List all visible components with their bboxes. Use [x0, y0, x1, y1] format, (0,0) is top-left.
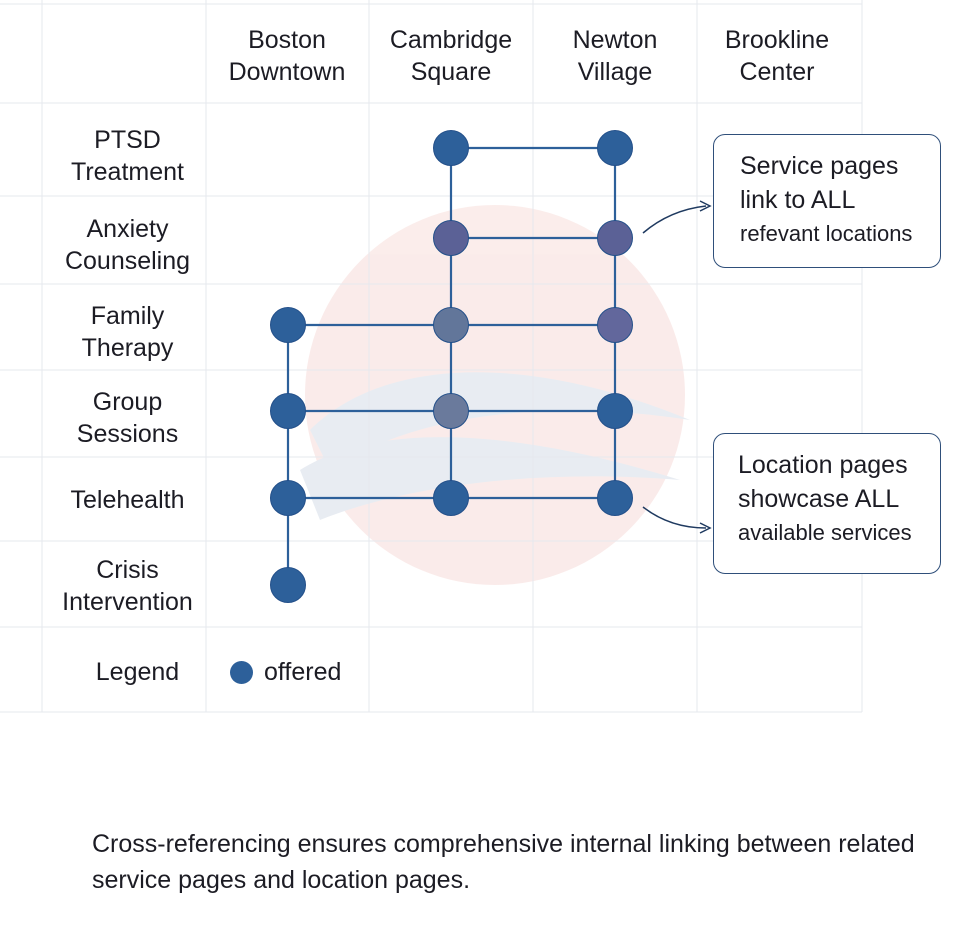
- watermark-logo: [300, 205, 690, 585]
- node-ptsd-newton: [597, 130, 633, 166]
- node-telehealth-newton: [597, 480, 633, 516]
- row-header-family: Family Therapy: [81, 302, 174, 362]
- row-header-anxiety: Anxiety Counseling: [64, 215, 191, 275]
- node-family-newton: [597, 307, 633, 343]
- location-callout-line2: showcase ALL: [738, 485, 900, 513]
- location-callout-arrow: [642, 506, 707, 529]
- location-callout-line3: available services: [738, 520, 912, 545]
- legend-offered-label: offered: [264, 658, 342, 686]
- row-header-group: Group Sessions: [76, 388, 179, 448]
- node-anxiety-cambridge: [433, 220, 469, 256]
- node-crisis-boston: [270, 567, 306, 603]
- footnote: Cross-referencing ensures comprehensive …: [92, 830, 915, 894]
- node-family-cambridge: [433, 307, 469, 343]
- callout-arrows: [642, 200, 712, 534]
- service-callout-line1: Service pages: [740, 152, 899, 180]
- node-telehealth-cambridge: [433, 480, 469, 516]
- offered-nodes: [270, 130, 633, 603]
- node-group-cambridge: [433, 393, 469, 429]
- location-pages-callout: Location pages showcase ALL available se…: [713, 433, 941, 574]
- node-telehealth-boston: [270, 480, 306, 516]
- column-header-boston: Boston Downtown: [228, 26, 346, 86]
- service-pages-callout: Service pages link to ALL refevant locat…: [713, 134, 941, 268]
- row-header-telehealth: Telehealth: [70, 486, 185, 514]
- node-group-newton: [597, 393, 633, 429]
- legend-title: Legend: [95, 658, 180, 686]
- column-header-brookline: Brookline Center: [724, 26, 830, 86]
- row-header-crisis: Crisis Intervention: [62, 556, 193, 616]
- node-group-boston: [270, 393, 306, 429]
- row-header-ptsd: PTSD Treatment: [70, 126, 184, 186]
- service-callout-arrowhead: [699, 200, 712, 212]
- legend-offered-icon: [230, 661, 253, 684]
- column-header-newton: Newton Village: [572, 26, 658, 86]
- service-callout-line2: link to ALL: [740, 186, 856, 214]
- table-grid: [0, 0, 863, 713]
- node-anxiety-newton: [597, 220, 633, 256]
- service-callout-line3: refevant locations: [740, 221, 913, 246]
- location-callout-arrowhead: [699, 522, 712, 534]
- location-callout-line1: Location pages: [738, 451, 908, 479]
- column-header-cambridge: Cambridge Square: [389, 26, 513, 86]
- node-ptsd-cambridge: [433, 130, 469, 166]
- node-family-boston: [270, 307, 306, 343]
- service-callout-arrow: [642, 205, 707, 234]
